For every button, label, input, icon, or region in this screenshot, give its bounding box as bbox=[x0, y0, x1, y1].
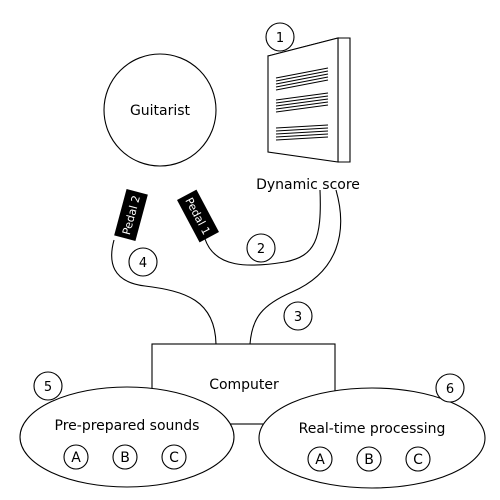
processing-option-a: A bbox=[307, 446, 333, 472]
svg-text:6: 6 bbox=[446, 382, 454, 397]
guitarist: Guitarist bbox=[103, 53, 217, 167]
sound-option-a: A bbox=[63, 444, 89, 470]
marker-2: 2 bbox=[246, 233, 276, 263]
guitarist-circle bbox=[103, 53, 217, 167]
real-time-processing: Real-time processing A B C bbox=[258, 387, 486, 489]
svg-text:A: A bbox=[315, 452, 325, 468]
pedal-2-body bbox=[114, 188, 148, 242]
computer-label: Computer bbox=[209, 377, 279, 393]
cable-pedal2-computer bbox=[111, 239, 217, 345]
processing-option-c: C bbox=[405, 446, 431, 472]
marker-6: 6 bbox=[435, 373, 465, 403]
svg-text:3: 3 bbox=[294, 310, 302, 325]
marker-3: 3 bbox=[283, 301, 313, 331]
pre-prepared-sounds: Pre-prepared sounds A B C bbox=[19, 386, 235, 488]
sound-option-b: B bbox=[112, 444, 138, 470]
svg-text:C: C bbox=[413, 452, 423, 468]
staff-lines bbox=[275, 67, 329, 141]
svg-text:A: A bbox=[71, 450, 81, 466]
computer bbox=[151, 343, 336, 425]
pedal-1-body bbox=[177, 189, 219, 243]
score-label: Dynamic score bbox=[256, 177, 360, 193]
dynamic-score: Dynamic score bbox=[256, 37, 360, 193]
processing-option-b: B bbox=[356, 446, 382, 472]
processing-title: Real-time processing bbox=[299, 421, 446, 437]
computer-box bbox=[151, 343, 336, 425]
svg-text:B: B bbox=[364, 452, 374, 468]
sounds-title: Pre-prepared sounds bbox=[55, 418, 200, 434]
marker-4: 4 bbox=[128, 247, 158, 277]
pedal-1: Pedal 1 bbox=[177, 189, 219, 243]
processing-ellipse bbox=[258, 387, 486, 489]
svg-text:4: 4 bbox=[139, 256, 147, 271]
sounds-ellipse bbox=[19, 386, 235, 488]
marker-1: 1 bbox=[265, 22, 295, 52]
cable-computer-score bbox=[249, 189, 342, 345]
svg-text:2: 2 bbox=[257, 242, 265, 257]
svg-text:B: B bbox=[120, 450, 130, 466]
guitarist-label: Guitarist bbox=[130, 103, 191, 119]
sound-option-c: C bbox=[161, 444, 187, 470]
svg-text:5: 5 bbox=[44, 380, 52, 395]
svg-text:1: 1 bbox=[276, 31, 284, 46]
cable-pedal1-computer bbox=[204, 189, 321, 266]
pedal-2: Pedal 2 bbox=[114, 188, 148, 242]
marker-5: 5 bbox=[33, 371, 63, 401]
svg-text:C: C bbox=[169, 450, 179, 466]
